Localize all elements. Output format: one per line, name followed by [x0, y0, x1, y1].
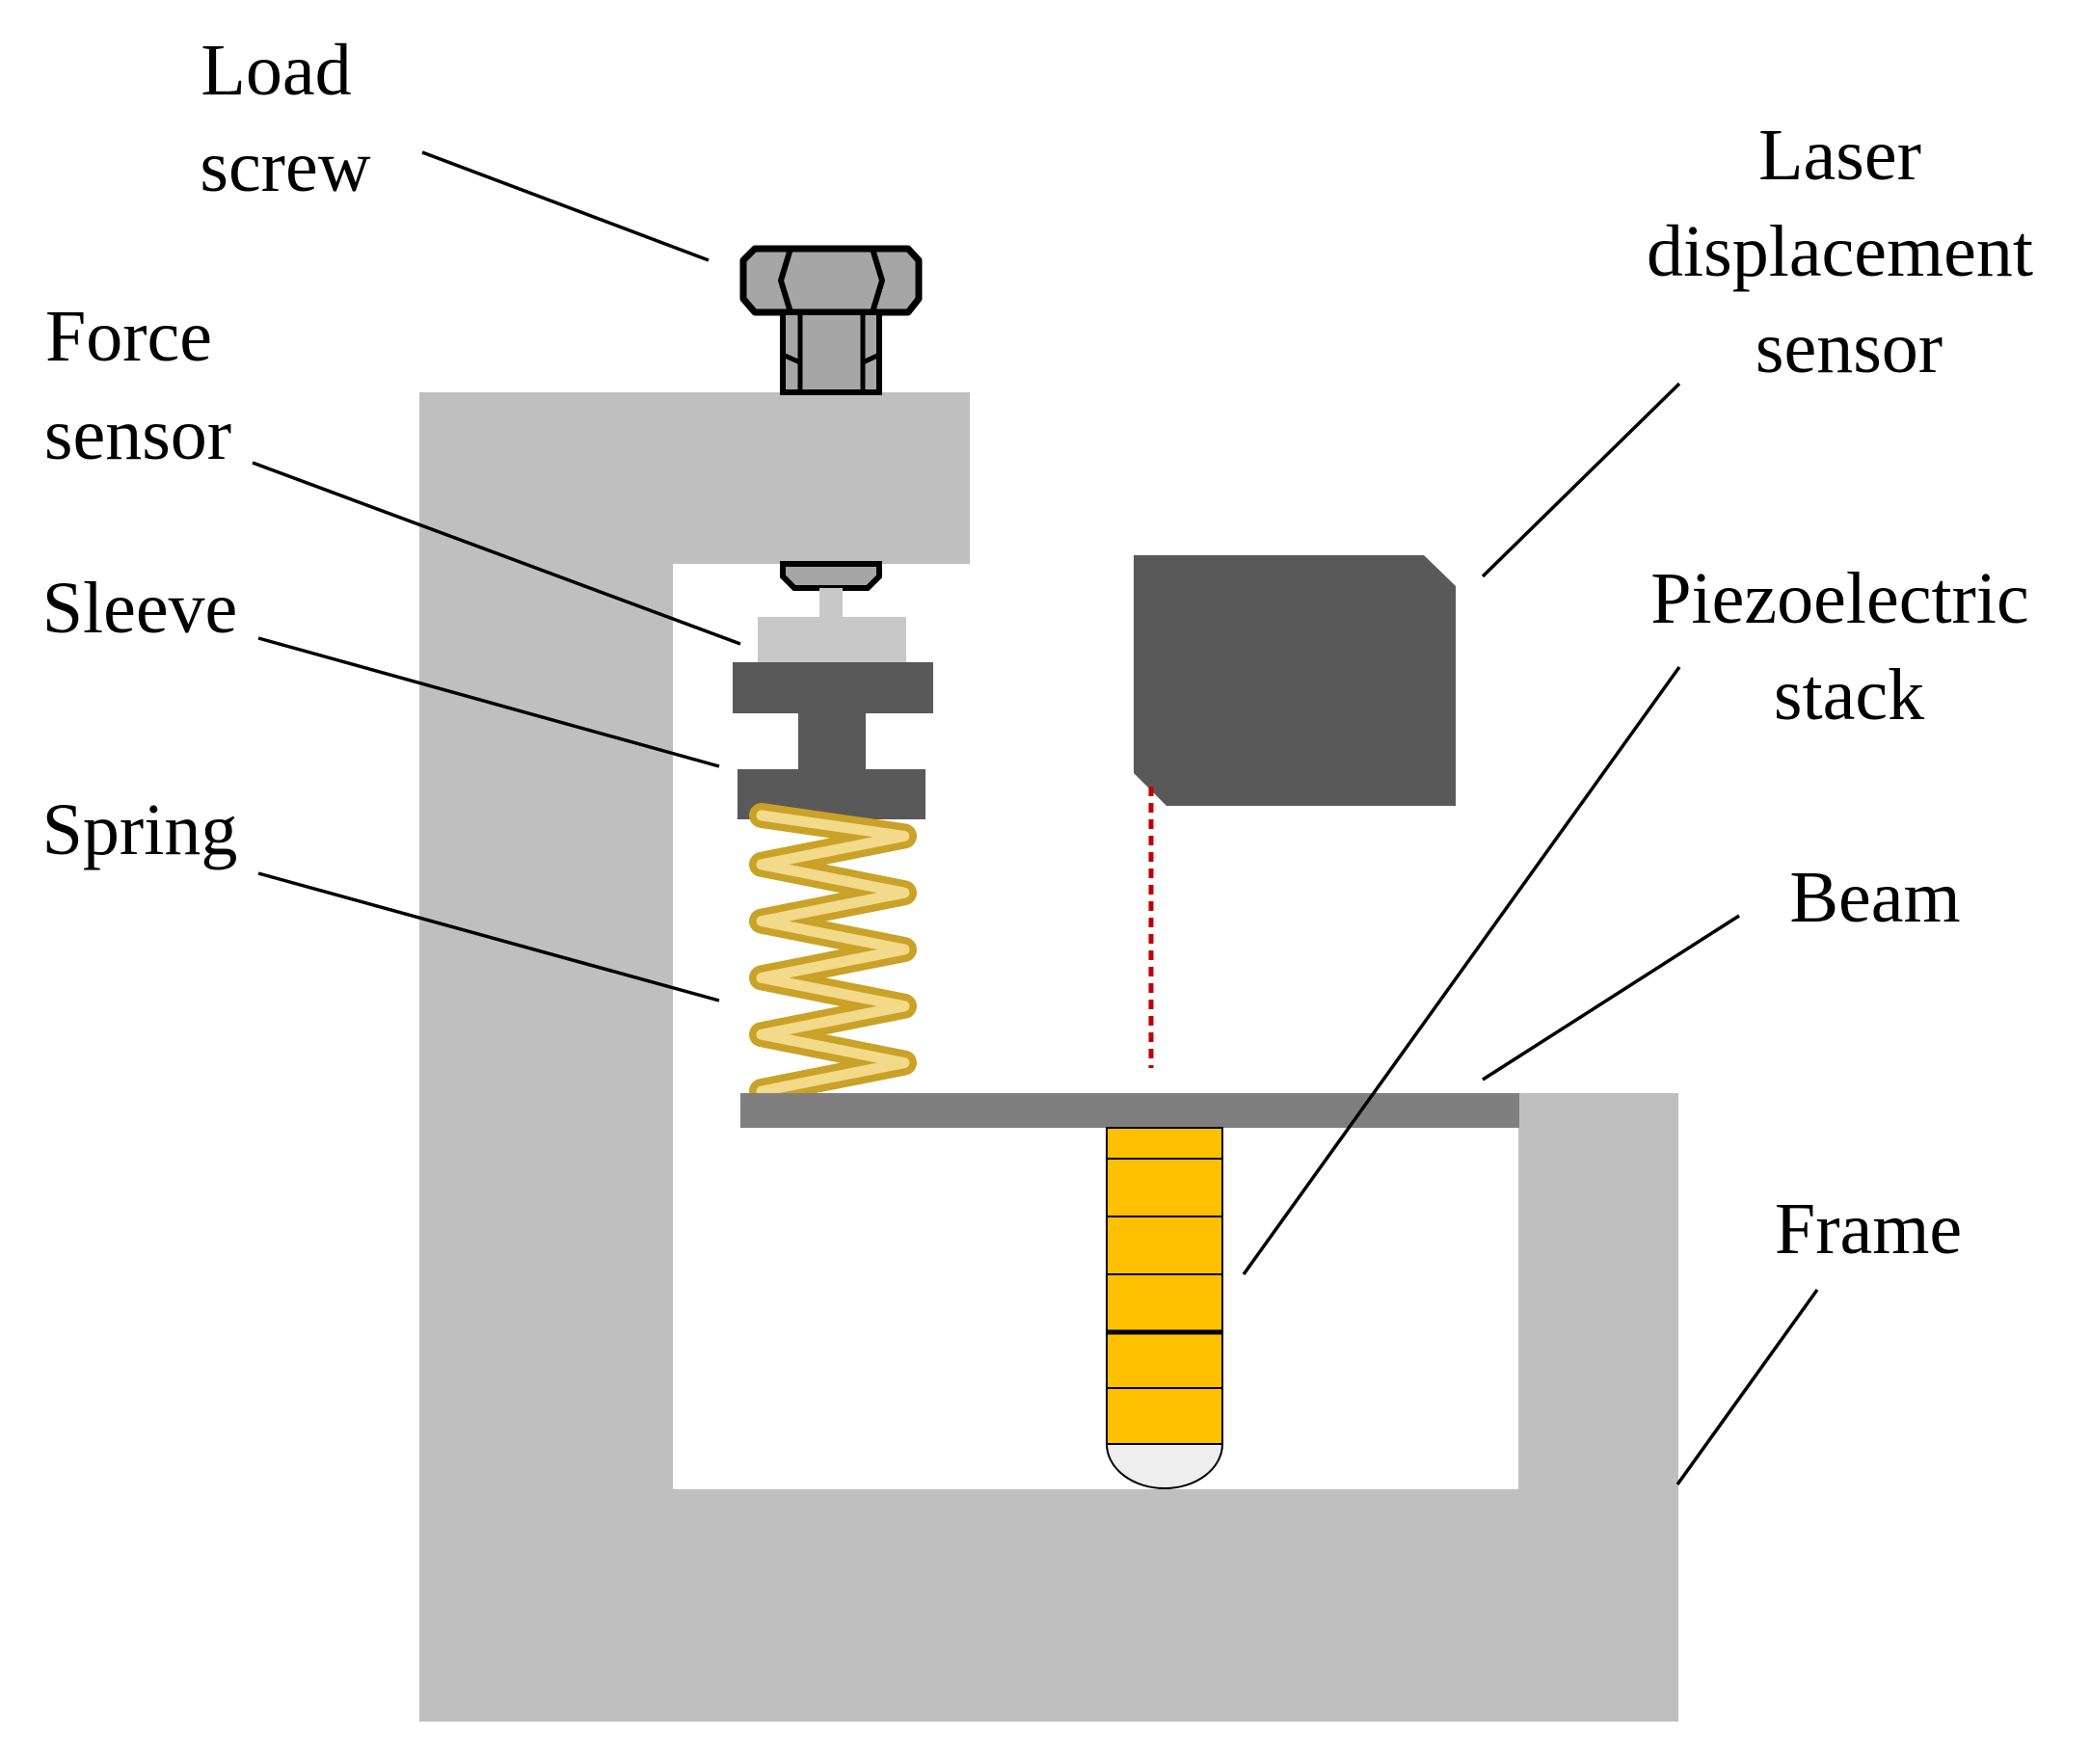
piezo-segment — [1106, 1216, 1223, 1275]
piezoelectric-stack — [1105, 1127, 1224, 1489]
leader-beam — [1482, 914, 1740, 1082]
label-beam: Beam — [1789, 857, 1960, 938]
label-frame-line1: Frame — [1775, 1189, 1962, 1270]
spring-coil-highlight — [756, 810, 910, 1097]
leader-frame — [1675, 1288, 1819, 1486]
label-spring: Spring — [42, 789, 238, 870]
label-beam-line1: Beam — [1789, 857, 1960, 938]
frame — [419, 392, 1678, 1722]
screw-thread — [781, 312, 881, 392]
leader-laser-sensor — [1481, 382, 1681, 578]
piezo-segment — [1106, 1158, 1223, 1217]
screw-hex-head — [739, 245, 923, 316]
screw-head-facet — [777, 248, 886, 313]
label-force-sensor: Force sensor — [44, 296, 231, 475]
label-sleeve-line1: Sleeve — [42, 568, 238, 649]
sleeve — [733, 662, 933, 819]
piezo-ball-tip — [1105, 1443, 1224, 1489]
label-laser-sensor-line3: sensor — [1756, 307, 1943, 388]
label-laser-sensor-line2: displacement — [1647, 211, 2033, 292]
label-piezo-stack: Piezoelectric stack — [1650, 558, 2047, 735]
load-screw — [739, 245, 923, 617]
beam — [740, 1093, 1519, 1128]
leader-piezo-stack — [1242, 665, 1681, 1276]
piezo-segment — [1106, 1331, 1223, 1389]
piezo-segment — [1106, 1127, 1223, 1160]
leader-load-screw — [421, 150, 710, 262]
label-sleeve: Sleeve — [42, 568, 238, 649]
label-force-sensor-line2: sensor — [44, 394, 231, 475]
label-frame: Frame — [1775, 1189, 1962, 1270]
label-load-screw-line2: screw — [200, 126, 370, 207]
piezo-segment — [1106, 1387, 1223, 1445]
spring — [749, 803, 917, 1104]
leader-force-sensor — [252, 461, 741, 646]
laser-displacement-sensor — [1134, 555, 1456, 806]
label-spring-line1: Spring — [42, 789, 238, 870]
label-piezo-stack-line2: stack — [1774, 655, 1924, 735]
screw-tip — [780, 561, 882, 591]
label-laser-sensor: Laser displacement sensor — [1647, 115, 2051, 388]
label-load-screw: Load screw — [200, 30, 370, 207]
label-laser-sensor-line1: Laser — [1758, 115, 1921, 196]
label-piezo-stack-line1: Piezoelectric — [1650, 558, 2028, 639]
piezo-segment — [1106, 1273, 1223, 1333]
label-force-sensor-line1: Force — [45, 296, 212, 377]
leader-sleeve — [257, 636, 720, 768]
label-load-screw-line1: Load — [201, 30, 351, 111]
screw-tip-pin — [819, 588, 843, 617]
leader-spring — [257, 871, 720, 1002]
